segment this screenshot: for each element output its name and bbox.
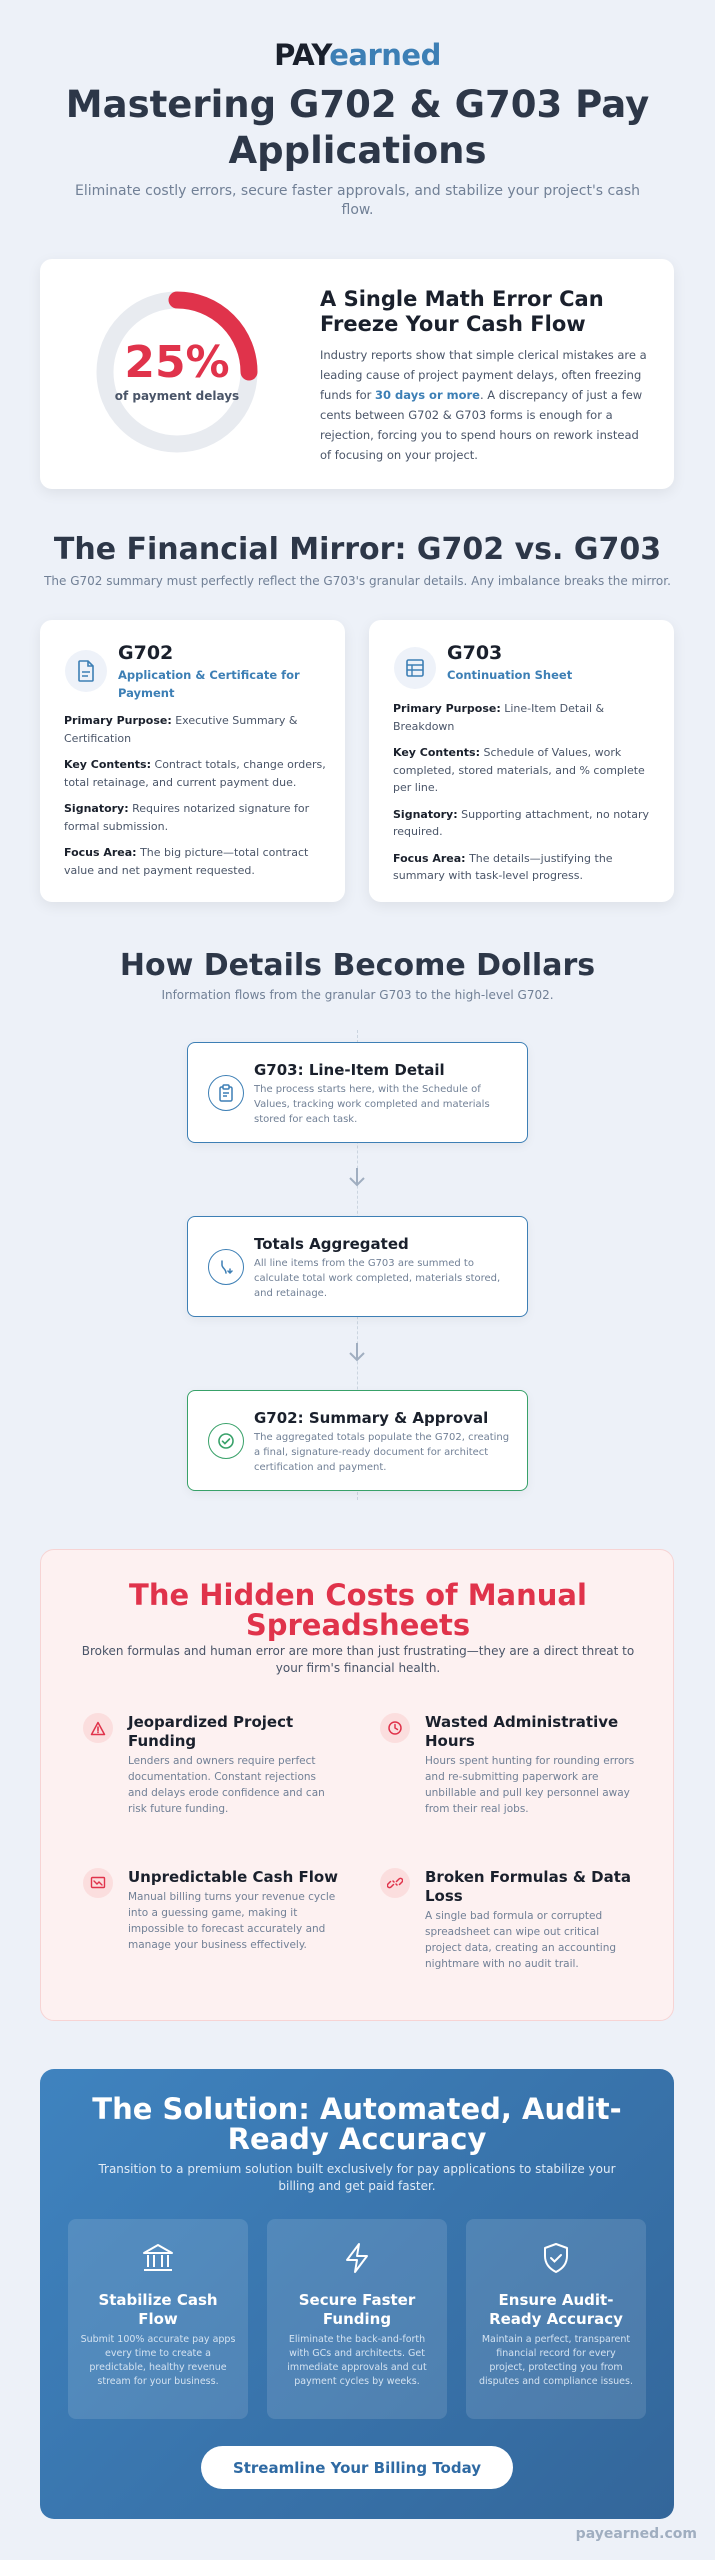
stat-body-2: . A discrepancy of just a few cents betw… xyxy=(320,388,643,462)
warning-icon xyxy=(83,1713,113,1743)
solution-section: The Solution: Automated, Audit-Ready Acc… xyxy=(40,2069,674,2519)
detail-value: Schedule of Values, work completed, stor… xyxy=(393,746,645,794)
cost-text: Hours spent hunting for rounding errors … xyxy=(425,1755,635,1815)
delay-donut-chart xyxy=(96,291,258,453)
logo-earned: earned xyxy=(329,38,441,72)
g703-card: G703 Continuation Sheet Primary Purpose:… xyxy=(369,620,674,902)
solution-title: The Solution: Automated, Audit-Ready Acc… xyxy=(92,2092,622,2156)
detail-key: Signatory: xyxy=(393,807,458,821)
arrow-down-icon xyxy=(349,1343,365,1362)
detail-key: Signatory: xyxy=(64,802,129,815)
solution-card-cashflow: Stabilize Cash Flow Submit 100% accurate… xyxy=(68,2219,248,2419)
mirror-subtitle: The G702 summary must perfectly reflect … xyxy=(44,574,671,588)
solution-card-title: Secure Faster Funding xyxy=(298,2291,416,2328)
detail-value: Requires notarized signature for formal … xyxy=(64,802,310,833)
g703-detail-row: Primary Purpose: Line-Item Detail & Brea… xyxy=(393,700,655,735)
g703-detail-row: Focus Area: The details—justifying the s… xyxy=(393,850,655,885)
solution-card-text: Eliminate the back-and-forth with GCs an… xyxy=(287,2334,427,2387)
footer-url[interactable]: payearned.com xyxy=(575,2526,697,2542)
g702-detail-row: Key Contents: Contract totals, change or… xyxy=(64,756,326,791)
mirror-title: The Financial Mirror: G702 vs. G703 xyxy=(53,532,662,567)
flow-step-text: The aggregated totals populate the G702,… xyxy=(254,1432,510,1473)
cost-title: Broken Formulas & Data Loss xyxy=(425,1868,632,1905)
bank-icon xyxy=(68,2241,248,2279)
stat-body: Industry reports show that simple cleric… xyxy=(320,345,650,465)
detail-key: Primary Purpose: xyxy=(393,702,501,715)
donut-arc xyxy=(96,291,258,453)
g702-subtitle: Application & Certificate for Payment xyxy=(118,668,300,700)
solution-subtitle: Transition to a premium solution built e… xyxy=(98,2162,616,2193)
detail-value: Contract totals, change orders, total re… xyxy=(64,758,326,789)
detail-key: Primary Purpose: xyxy=(64,714,172,727)
g703-details: Primary Purpose: Line-Item Detail & Brea… xyxy=(393,700,655,894)
detail-key: Focus Area: xyxy=(393,851,466,865)
flow-subtitle: Information flows from the granular G703… xyxy=(161,988,554,1002)
flow-step-g703: G703: Line-Item Detail The process start… xyxy=(187,1042,528,1143)
detail-key: Key Contents: xyxy=(64,758,152,771)
clock-icon xyxy=(380,1713,410,1743)
g702-card: G702 Application & Certificate for Payme… xyxy=(40,620,345,902)
trend-down-icon xyxy=(83,1868,113,1898)
solution-card-funding: Secure Faster Funding Eliminate the back… xyxy=(267,2219,447,2419)
stat-body-highlight: 30 days or more xyxy=(375,388,480,402)
g703-subtitle: Continuation Sheet xyxy=(447,668,573,682)
page-subtitle: Eliminate costly errors, secure faster a… xyxy=(74,183,640,218)
streamline-billing-button[interactable]: Streamline Your Billing Today xyxy=(201,2446,513,2489)
stat-card: 25% of payment delays A Single Math Erro… xyxy=(40,259,674,489)
detail-key: Key Contents: xyxy=(393,746,481,759)
detail-value: Supporting attachment, no notary require… xyxy=(393,807,650,839)
detail-value: Line-Item Detail & Breakdown xyxy=(393,702,605,733)
flow-step-g702: G702: Summary & Approval The aggregated … xyxy=(187,1390,528,1491)
shield-check-icon xyxy=(466,2241,646,2279)
detail-value: Executive Summary & Certification xyxy=(64,714,298,745)
logo-pay: PAY xyxy=(274,38,330,72)
check-circle-icon xyxy=(208,1423,244,1459)
detail-value: The big picture—total contract value and… xyxy=(64,846,309,877)
g703-detail-row: Signatory: Supporting attachment, no not… xyxy=(393,806,655,841)
clipboard-icon xyxy=(208,1075,244,1111)
lightning-icon xyxy=(267,2241,447,2279)
flow-title: How Details Become Dollars xyxy=(119,948,596,983)
detail-value: The details—justifying the summary with … xyxy=(393,851,613,883)
g702-detail-row: Focus Area: The big picture—total contra… xyxy=(64,844,326,879)
cost-title: Jeopardized Project Funding xyxy=(128,1713,294,1750)
g702-detail-row: Primary Purpose: Executive Summary & Cer… xyxy=(64,712,326,747)
cost-text: Lenders and owners require perfect docum… xyxy=(128,1755,325,1815)
stat-title: A Single Math Error Can Freeze Your Cash… xyxy=(320,287,604,336)
g703-detail-row: Key Contents: Schedule of Values, work c… xyxy=(393,744,655,797)
stat-body-1: Industry reports show that simple cleric… xyxy=(320,348,647,402)
spreadsheet-icon xyxy=(394,647,436,689)
flow-step-title: Totals Aggregated xyxy=(254,1235,409,1253)
document-icon xyxy=(65,650,107,692)
cost-title: Wasted Administrative Hours xyxy=(425,1713,619,1750)
flow-step-text: The process starts here, with the Schedu… xyxy=(254,1084,490,1125)
g702-detail-row: Signatory: Requires notarized signature … xyxy=(64,800,326,835)
g703-name: G703 xyxy=(447,642,503,664)
flow-step-text: All line items from the G703 are summed … xyxy=(254,1258,501,1299)
cost-text: Manual billing turns your revenue cycle … xyxy=(128,1891,336,1951)
flow-step-title: G702: Summary & Approval xyxy=(254,1409,489,1427)
brand-logo: PAYearned xyxy=(0,38,715,72)
flow-step-title: G703: Line-Item Detail xyxy=(254,1061,445,1079)
solution-card-text: Maintain a perfect, transparent financia… xyxy=(478,2334,633,2387)
solution-card-title: Stabilize Cash Flow xyxy=(98,2291,218,2328)
cost-text: A single bad formula or corrupted spread… xyxy=(425,1910,617,1970)
merge-icon xyxy=(208,1249,244,1285)
g702-details: Primary Purpose: Executive Summary & Cer… xyxy=(64,712,326,888)
detail-key: Focus Area: xyxy=(64,846,137,859)
flow-step-totals: Totals Aggregated All line items from th… xyxy=(187,1216,528,1317)
cost-title: Unpredictable Cash Flow xyxy=(128,1868,339,1886)
arrow-down-icon xyxy=(349,1168,365,1187)
hidden-costs-section: The Hidden Costs of Manual Spreadsheets … xyxy=(40,1549,674,2021)
costs-title: The Hidden Costs of Manual Spreadsheets xyxy=(129,1578,587,1642)
solution-card-text: Submit 100% accurate pay apps every time… xyxy=(80,2334,236,2387)
page-title: Mastering G702 & G703 Pay Applications xyxy=(65,83,650,172)
stat-value: 25% xyxy=(124,337,230,388)
g702-name: G702 xyxy=(118,642,174,664)
stat-label: of payment delays xyxy=(114,389,240,403)
solution-card-audit: Ensure Audit-Ready Accuracy Maintain a p… xyxy=(466,2219,646,2419)
solution-card-title: Ensure Audit-Ready Accuracy xyxy=(489,2291,623,2328)
broken-link-icon xyxy=(380,1868,410,1898)
costs-subtitle: Broken formulas and human error are more… xyxy=(81,1644,635,1675)
